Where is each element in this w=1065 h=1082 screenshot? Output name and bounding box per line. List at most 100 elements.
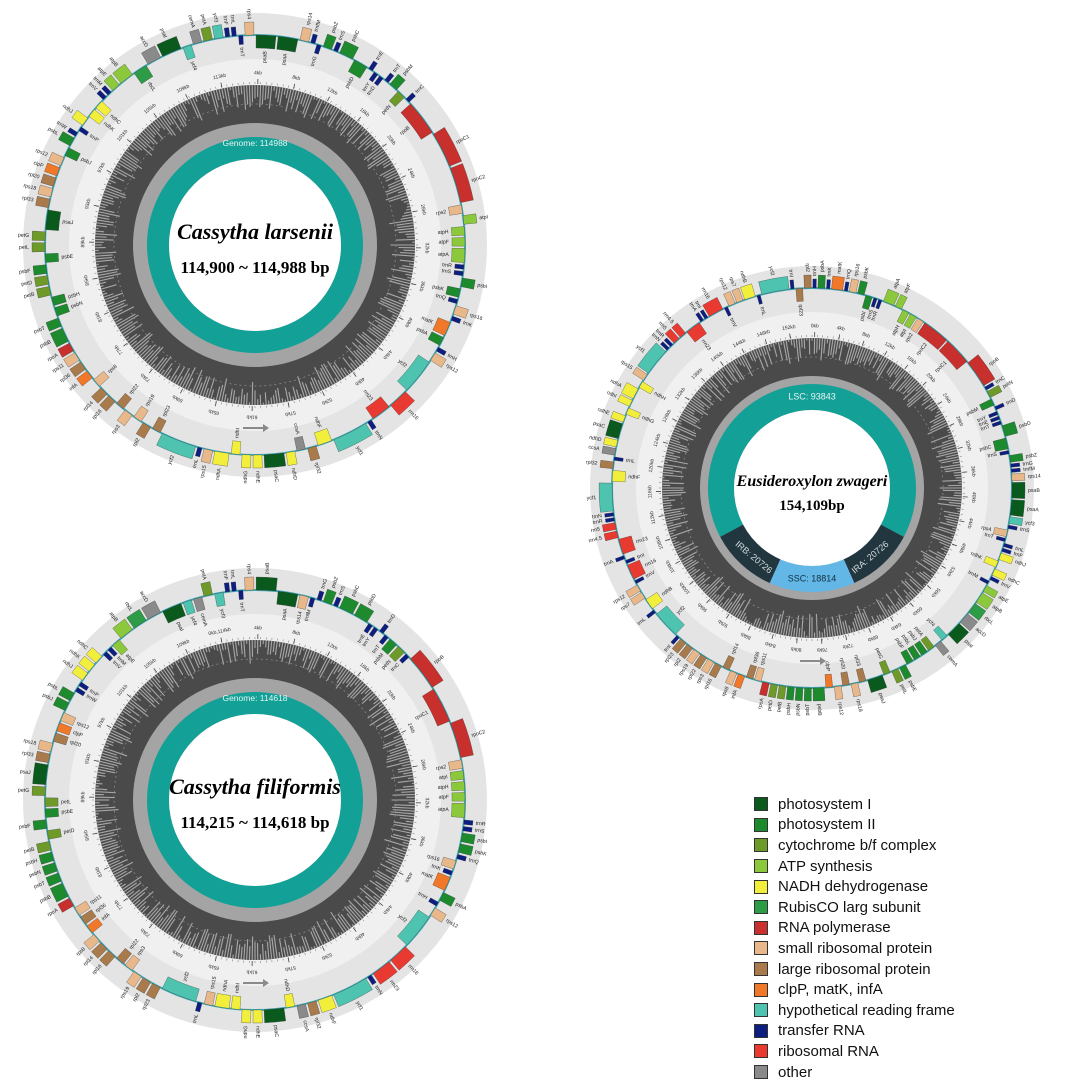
gene-label: atpF [439, 794, 449, 800]
gene-label: trnfM [1023, 466, 1035, 473]
gene-block [241, 1010, 251, 1023]
gene-block [804, 688, 811, 701]
gene-block [813, 279, 817, 288]
gene-label: petB [776, 701, 784, 713]
gene-label: rps4 [245, 564, 251, 574]
legend-swatch [754, 880, 768, 894]
gene-label: atpH [437, 784, 449, 791]
kb-tick-label: 89kb [80, 791, 86, 802]
segment-ssc-label: SSC: 18814 [788, 573, 837, 583]
legend-swatch [754, 1065, 768, 1079]
gene-label: petG [18, 232, 29, 238]
gene-label: petL [61, 799, 71, 805]
gene-label: ndhI [234, 428, 241, 439]
legend-label: cytochrome b/f complex [778, 837, 936, 854]
legend-item: other [754, 1062, 1054, 1082]
kb-tick-label: 89kb [80, 236, 86, 247]
legend-item: RNA polymerase [754, 918, 1054, 939]
legend-swatch [754, 941, 768, 955]
gene-label: rpl33 [21, 750, 34, 758]
gene-label: ndhE [254, 1026, 260, 1039]
genome-size: 154,109bp [779, 498, 844, 514]
gene-label: petD [767, 699, 775, 711]
gene-block [33, 820, 47, 830]
legend-label: RNA polymerase [778, 919, 891, 936]
kb-tick-label: 4kb [254, 70, 262, 76]
legend-item: photosystem I [754, 794, 1054, 815]
gene-label: petL [19, 245, 29, 251]
legend-label: RubisCO larg subunit [778, 899, 921, 916]
gene-label: psbZ [1025, 452, 1037, 460]
gene-block [452, 792, 465, 801]
gene-label: ycf1 [587, 495, 597, 501]
gene-block [264, 453, 286, 468]
gene-block [786, 687, 794, 701]
kb-tick-label: 0kb [811, 323, 819, 329]
gene-label: ndhF [628, 474, 640, 481]
kb-tick-label: 4kb [254, 625, 262, 631]
gene-block [813, 688, 825, 701]
gene-label: psaB [264, 562, 271, 575]
gene-label: ndhG [243, 471, 250, 484]
kb-tick-label: 80kb [790, 645, 802, 652]
gene-label: psaJ [19, 769, 31, 776]
gene-label: petG [18, 787, 29, 793]
gene-label: psbN [795, 703, 802, 716]
legend-swatch [754, 900, 768, 914]
gene-block [241, 455, 251, 468]
legend-swatch [754, 1024, 768, 1038]
legend-swatch [754, 921, 768, 935]
legend-item: cytochrome b/f complex [754, 835, 1054, 856]
genome-length-label: Genome: 114618 [222, 693, 287, 703]
legend-label: clpP, matK, infA [778, 981, 883, 998]
gene-block [231, 441, 241, 455]
gene-label: atpA [438, 807, 449, 814]
gene-block [796, 288, 803, 301]
kb-tick-label: 32kb [424, 243, 430, 254]
legend-swatch [754, 1003, 768, 1017]
kb-tick-label: 32kb [424, 798, 430, 809]
gene-block [212, 451, 229, 466]
gene-label: trnT [238, 47, 245, 57]
gene-label: psbB [816, 704, 822, 717]
gene-block [452, 237, 465, 246]
gene-label: rpl23 [797, 304, 804, 316]
gene-block [239, 35, 244, 44]
gene-block [45, 808, 59, 817]
gene-block [45, 253, 59, 262]
gene-block [451, 226, 465, 235]
legend-item: clpP, matK, infA [754, 979, 1054, 1000]
gene-block [826, 280, 830, 289]
gene-label: psbE [61, 809, 74, 816]
gene-block [1010, 500, 1024, 517]
species-title: Eusideroxylon zwageri [736, 473, 888, 490]
gene-label: trnH [812, 266, 818, 276]
gene-block [256, 577, 277, 591]
gene-block [32, 231, 45, 241]
gene-label: rpl33 [21, 195, 34, 203]
gene-block [239, 590, 244, 599]
gene-block [1012, 473, 1025, 481]
gene-label: trnF [222, 15, 229, 25]
gene-label: rpl2 [804, 263, 810, 272]
gene-label: psaA [1027, 506, 1040, 513]
legend-label: ATP synthesis [778, 858, 872, 875]
genome-length-label: Genome: 114988 [222, 138, 287, 148]
segment-lsc-label: LSC: 93843 [788, 391, 836, 401]
gene-block [245, 22, 254, 35]
legend-swatch [754, 983, 768, 997]
gene-label: psbA [819, 260, 826, 273]
gene-block [825, 674, 833, 688]
genome-size: 114,900 ~ 114,988 bp [180, 258, 329, 277]
legend-item: RubisCO larg subunit [754, 897, 1054, 918]
legend-swatch [754, 838, 768, 852]
legend-label: other [778, 1064, 812, 1081]
gene-block [1012, 482, 1025, 498]
gene-label: atpF [439, 239, 449, 245]
gene-label: rps4 [245, 9, 251, 19]
gene-label: rpoA [757, 697, 765, 710]
legend-label: photosystem I [778, 796, 871, 813]
gene-block [245, 577, 254, 590]
gene-block [264, 1008, 286, 1023]
